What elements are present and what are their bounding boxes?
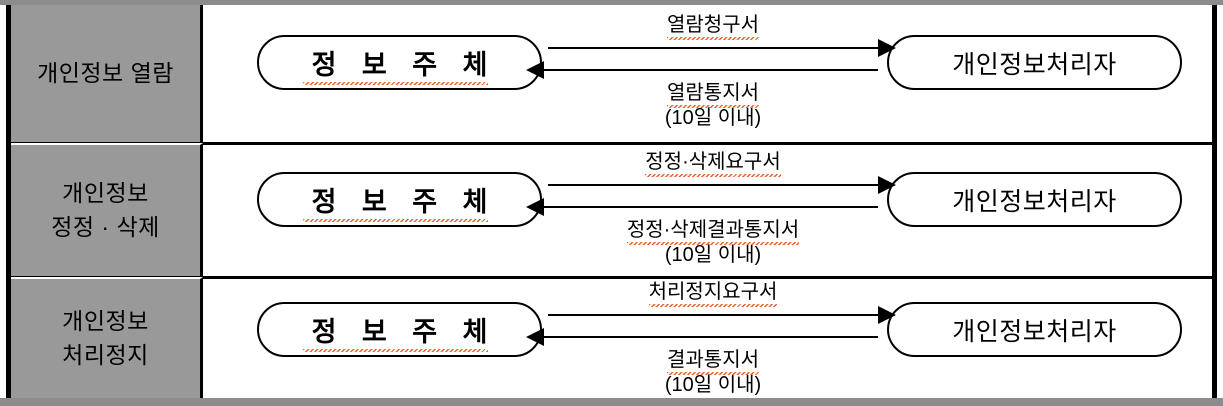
forward-arrowhead-icon xyxy=(878,176,896,194)
top-border-strip xyxy=(0,0,1223,5)
data-processor-label: 개인정보처리자 xyxy=(952,187,1117,216)
data-subject-node: 정 보 주 체 xyxy=(257,172,542,227)
return-arrow-line xyxy=(544,206,878,208)
table-row: 개인정보 정정 · 삭제 정 보 주 체 개인정보처리자 정정·삭제요구서 xyxy=(11,142,1212,276)
data-subject-node: 정 보 주 체 xyxy=(257,302,542,357)
diagram-table: 개인정보 열람 정 보 주 체 개인정보처리자 열람청구서 열람통지서 xyxy=(6,5,1217,398)
row-flow-cell: 정 보 주 체 개인정보처리자 열람청구서 열람통지서 (10일 이내) xyxy=(203,5,1212,142)
return-arrow-caption: 정정·삭제결과통지서 (10일 이내) xyxy=(548,218,878,268)
bottom-border-strip xyxy=(0,398,1223,406)
forward-arrow-caption-text: 정정·삭제요구서 xyxy=(645,151,782,177)
row-label-cell: 개인정보 정정 · 삭제 xyxy=(11,143,203,276)
table-row: 개인정보 열람 정 보 주 체 개인정보처리자 열람청구서 열람통지서 xyxy=(11,5,1212,142)
return-arrow-caption-note: (10일 이내) xyxy=(664,244,762,266)
forward-arrow-line xyxy=(548,47,878,49)
return-arrow-caption-text: 결과통지서 xyxy=(667,349,759,375)
row-label-line: 개인정보 xyxy=(62,180,149,207)
forward-arrowhead-icon xyxy=(878,39,896,57)
return-arrowhead-icon xyxy=(526,61,544,79)
return-arrow-caption-note: (10일 이내) xyxy=(664,374,762,396)
row-label-cell: 개인정보 열람 xyxy=(11,5,203,142)
forward-arrow-caption-text: 처리정지요구서 xyxy=(648,281,778,307)
row-label-line: 개인정보 열람 xyxy=(37,59,174,86)
data-processor-node: 개인정보처리자 xyxy=(887,172,1182,227)
forward-arrow-caption: 처리정지요구서 xyxy=(548,280,878,307)
return-arrowhead-icon xyxy=(526,328,544,346)
forward-arrow-caption: 열람청구서 xyxy=(548,13,878,40)
forward-arrow-line xyxy=(548,314,878,316)
data-processor-label: 개인정보처리자 xyxy=(952,317,1117,346)
return-arrow-caption: 결과통지서 (10일 이내) xyxy=(548,348,878,398)
data-processor-node: 개인정보처리자 xyxy=(887,35,1182,90)
return-arrow-caption-text: 정정·삭제결과통지서 xyxy=(626,219,800,245)
forward-arrowhead-icon xyxy=(878,306,896,324)
data-processor-node: 개인정보처리자 xyxy=(887,302,1182,357)
forward-arrow-line xyxy=(548,184,878,186)
row-label-line: 개인정보 xyxy=(62,308,149,335)
forward-arrow-caption: 정정·삭제요구서 xyxy=(548,150,878,177)
data-subject-label: 정 보 주 체 xyxy=(302,310,497,352)
data-subject-label: 정 보 주 체 xyxy=(302,43,497,85)
row-label-line: 처리정지 xyxy=(62,341,149,368)
return-arrow-caption-text: 열람통지서 xyxy=(667,82,759,108)
table-row: 개인정보 처리정지 정 보 주 체 개인정보처리자 처리정지요구서 결과통 xyxy=(11,276,1212,398)
return-arrow-caption: 열람통지서 (10일 이내) xyxy=(548,81,878,131)
row-label-line: 정정 · 삭제 xyxy=(51,213,160,240)
row-label-cell: 개인정보 처리정지 xyxy=(11,277,203,398)
return-arrow-line xyxy=(544,336,878,338)
data-processor-label: 개인정보처리자 xyxy=(952,50,1117,79)
row-flow-cell: 정 보 주 체 개인정보처리자 정정·삭제요구서 정정·삭제결과통지서 (10일… xyxy=(203,145,1212,276)
row-flow-cell: 정 보 주 체 개인정보처리자 처리정지요구서 결과통지서 (10일 이내) xyxy=(203,279,1212,398)
data-subject-node: 정 보 주 체 xyxy=(257,35,542,90)
forward-arrow-caption-text: 열람청구서 xyxy=(667,14,759,40)
return-arrowhead-icon xyxy=(526,198,544,216)
return-arrow-line xyxy=(544,69,878,71)
return-arrow-caption-note: (10일 이내) xyxy=(664,107,762,129)
data-subject-label: 정 보 주 체 xyxy=(302,180,497,222)
